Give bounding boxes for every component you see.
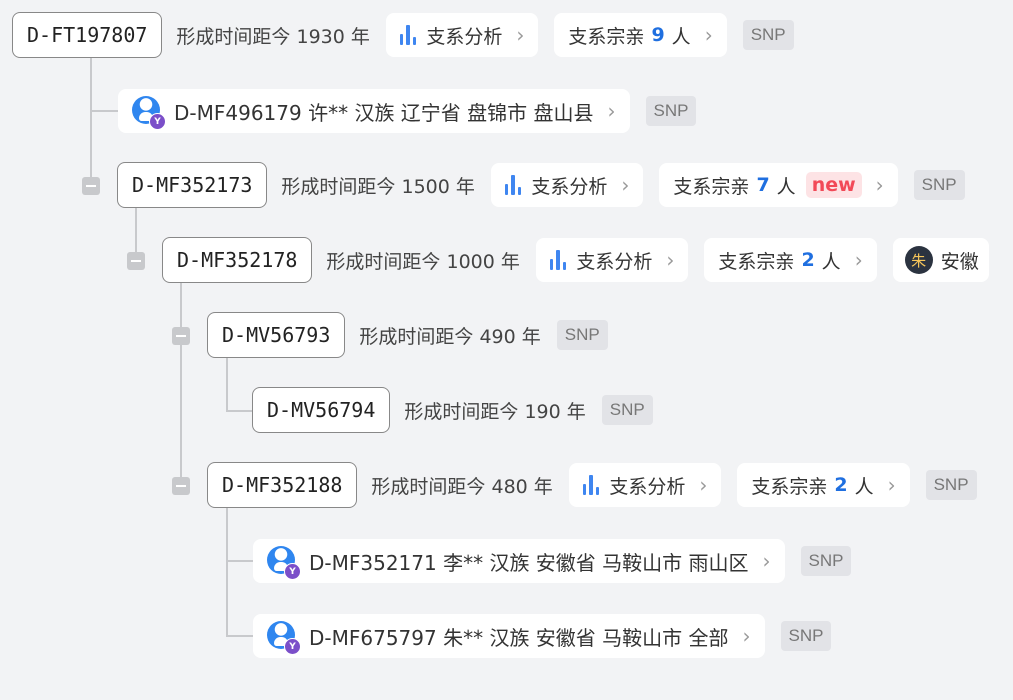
bar-chart-icon — [399, 25, 417, 45]
formation-time: 形成时间距今 1930 年 — [176, 25, 370, 48]
collapse-minus-icon[interactable] — [82, 177, 100, 195]
haplogroup-node[interactable]: D-FT197807 — [12, 12, 163, 58]
branch-analysis-button[interactable]: 支系分析 › — [490, 163, 644, 207]
chevron-right-icon: › — [666, 248, 675, 272]
relatives-count: 2 — [834, 474, 848, 496]
surname-avatar-icon: 朱 — [904, 246, 933, 274]
branch-analysis-button[interactable]: 支系分析 › — [385, 13, 539, 57]
chevron-right-icon: › — [762, 549, 771, 573]
snp-tag[interactable]: SNP — [780, 621, 832, 651]
formation-time: 形成时间距今 490 年 — [359, 325, 541, 348]
branch-analysis-button[interactable]: 支系分析 › — [568, 463, 722, 507]
user-avatar-icon: Y — [267, 621, 301, 655]
verified-badge-icon: Y — [149, 113, 166, 130]
haplogroup-node[interactable]: D-MF352178 — [162, 237, 313, 283]
tree-connector — [226, 560, 253, 562]
bar-chart-icon — [504, 175, 522, 195]
relatives-count: 7 — [756, 174, 770, 196]
new-badge: new — [805, 172, 862, 198]
collapse-minus-icon[interactable] — [172, 327, 190, 345]
verified-badge-icon: Y — [284, 563, 301, 580]
haplogroup-row: D-MV56793 形成时间距今 490 年 SNP — [207, 312, 608, 358]
tree-connector — [90, 110, 118, 112]
snp-tag[interactable]: SNP — [742, 20, 794, 50]
tree-connector — [135, 208, 137, 261]
formation-time: 形成时间距今 1000 年 — [326, 250, 520, 273]
formation-time: 形成时间距今 480 年 — [371, 475, 553, 498]
tree-connector — [226, 410, 253, 412]
tree-connector — [226, 358, 228, 411]
haplogroup-node[interactable]: D-MV56793 — [207, 312, 346, 358]
collapse-minus-icon[interactable] — [127, 252, 145, 270]
user-avatar-icon: Y — [132, 96, 166, 130]
snp-tag[interactable]: SNP — [925, 470, 977, 500]
sample-card[interactable]: Y D-MF675797 朱** 汉族 安徽省 马鞍山市 全部 › — [253, 614, 765, 658]
chevron-right-icon: › — [875, 173, 884, 197]
tree-connector — [226, 508, 228, 636]
formation-time: 形成时间距今 1500 年 — [281, 175, 475, 198]
sample-card[interactable]: 朱 安徽 — [892, 238, 989, 282]
sample-row: Y D-MF352171 李** 汉族 安徽省 马鞍山市 雨山区 › SNP — [253, 538, 852, 584]
chevron-right-icon: › — [699, 473, 708, 497]
chevron-right-icon: › — [607, 99, 616, 123]
formation-time: 形成时间距今 190 年 — [404, 400, 586, 423]
tree-connector — [226, 635, 253, 637]
sample-row: Y D-MF496179 许** 汉族 辽宁省 盘锦市 盘山县 › SNP — [118, 88, 697, 134]
bar-chart-icon — [549, 250, 567, 270]
snp-tag[interactable]: SNP — [800, 546, 852, 576]
bar-chart-icon — [582, 475, 600, 495]
user-avatar-icon: Y — [267, 546, 301, 580]
haplogroup-node[interactable]: D-MV56794 — [252, 387, 391, 433]
sample-card[interactable]: Y D-MF352171 李** 汉族 安徽省 马鞍山市 雨山区 › — [253, 539, 785, 583]
snp-tag[interactable]: SNP — [645, 96, 697, 126]
tree-connector — [90, 58, 92, 186]
haplogroup-node[interactable]: D-MF352173 — [117, 162, 268, 208]
collapse-minus-icon[interactable] — [172, 477, 190, 495]
sample-row: Y D-MF675797 朱** 汉族 安徽省 马鞍山市 全部 › SNP — [253, 613, 832, 659]
haplogroup-row: D-MV56794 形成时间距今 190 年 SNP — [252, 387, 653, 433]
snp-tag[interactable]: SNP — [601, 395, 653, 425]
relatives-count: 9 — [651, 24, 665, 46]
snp-tag[interactable]: SNP — [556, 320, 608, 350]
chevron-right-icon: › — [516, 23, 525, 47]
sample-card[interactable]: Y D-MF496179 许** 汉族 辽宁省 盘锦市 盘山县 › — [118, 89, 630, 133]
relatives-count: 2 — [801, 249, 815, 271]
haplogroup-node[interactable]: D-MF352188 — [207, 462, 358, 508]
chevron-right-icon: › — [854, 248, 863, 272]
chevron-right-icon: › — [887, 473, 896, 497]
chevron-right-icon: › — [621, 173, 630, 197]
tree-connector — [180, 283, 182, 486]
verified-badge-icon: Y — [284, 638, 301, 655]
chevron-right-icon: › — [704, 23, 713, 47]
chevron-right-icon: › — [742, 624, 751, 648]
branch-analysis-button[interactable]: 支系分析 › — [535, 238, 689, 282]
snp-tag[interactable]: SNP — [913, 170, 965, 200]
